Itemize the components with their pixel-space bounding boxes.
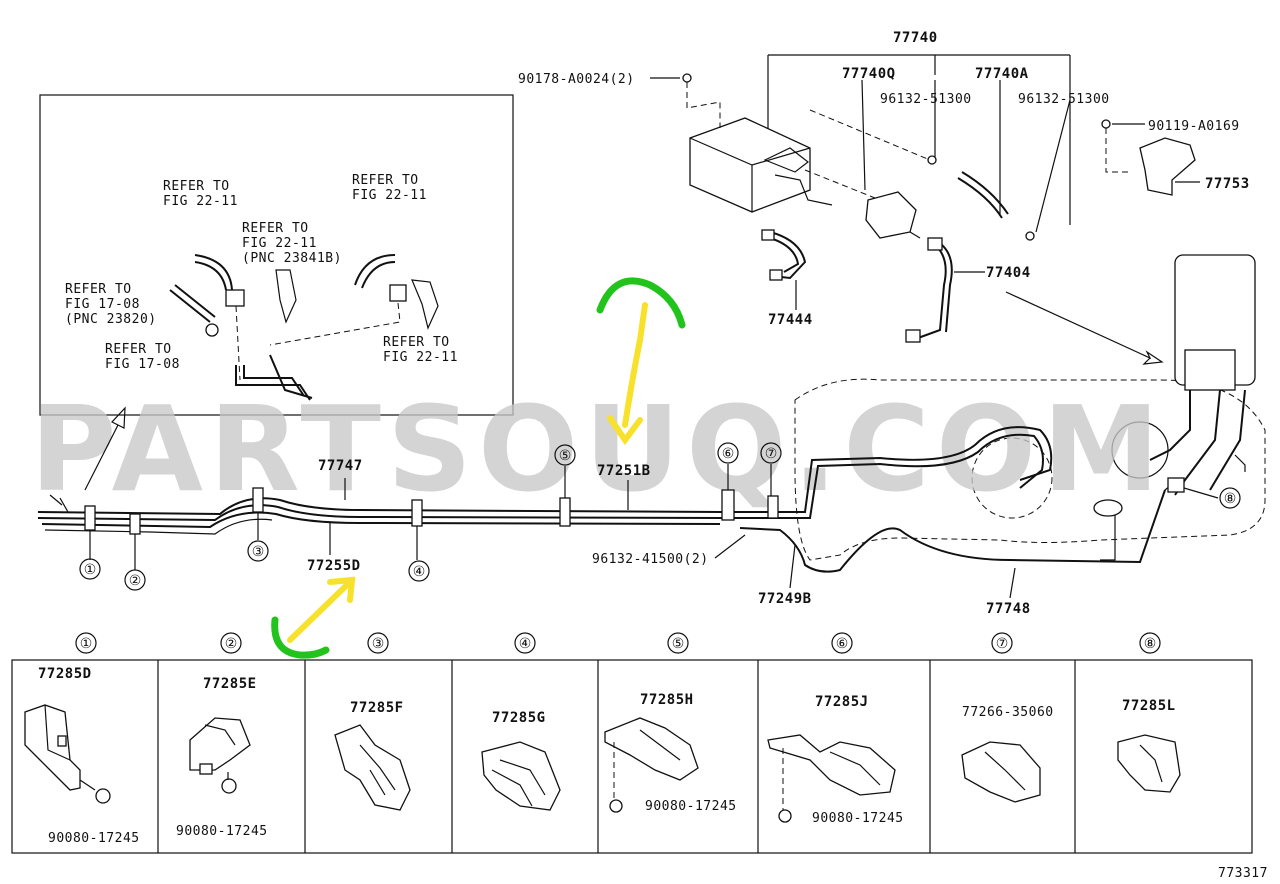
callout-2: ② xyxy=(124,569,146,591)
svg-text:⑦: ⑦ xyxy=(765,446,778,462)
inset-drawing xyxy=(169,254,439,401)
inset-label-r2b: FIG 22-11 xyxy=(242,236,317,251)
annotation-yellow-arrow-top xyxy=(607,302,648,446)
panel-7-clip xyxy=(961,741,1041,803)
panel-5-clip xyxy=(604,717,699,813)
panel-3-number: ③ xyxy=(372,636,385,652)
callout-1: ① xyxy=(79,558,101,580)
inset-label-r2c: (PNC 23841B) xyxy=(242,251,342,266)
panel-5-part: 77285H xyxy=(640,692,694,708)
svg-text:⑤: ⑤ xyxy=(559,448,572,464)
label-96132-a: 96132-51300 xyxy=(880,92,972,107)
watermark: PARTSOUQ.COM xyxy=(30,380,1166,518)
inset-label-r4b: FIG 17-08 xyxy=(65,297,140,312)
panel-3-clip xyxy=(334,724,411,811)
callout-7: ⑦ xyxy=(760,442,782,464)
inset-label-r1b: FIG 22-11 xyxy=(163,194,238,209)
label-90119: 90119-A0169 xyxy=(1148,119,1240,134)
callout-4: ④ xyxy=(408,560,430,582)
panel-7-number: ⑦ xyxy=(996,636,1009,652)
callout-5: ⑤ xyxy=(554,444,576,466)
svg-text:①: ① xyxy=(84,562,97,578)
inset-label-r4a: REFER TO xyxy=(65,282,132,297)
panel-6-number: ⑥ xyxy=(836,636,849,652)
panel-5-sub: 90080-17245 xyxy=(645,799,737,814)
clip-markers xyxy=(84,477,1185,535)
figure-number: 773317 xyxy=(1218,866,1268,881)
panel-1-part: 77285D xyxy=(38,666,92,682)
panel-2-clip xyxy=(189,717,251,794)
panel-1-number: ① xyxy=(80,636,93,652)
panel-8-part: 77285L xyxy=(1122,698,1176,714)
label-77748: 77748 xyxy=(986,601,1031,617)
inset-label-r2a: REFER TO xyxy=(242,221,309,236)
inset-label-r6b: FIG 22-11 xyxy=(383,350,458,365)
panel-6-clip xyxy=(767,734,896,823)
inset-label-r3b: FIG 22-11 xyxy=(352,188,427,203)
panel-8-number: ⑧ xyxy=(1144,636,1157,652)
label-96132-b: 96132-51300 xyxy=(1018,92,1110,107)
svg-text:③: ③ xyxy=(252,544,265,560)
clip-panel-table xyxy=(11,659,1253,854)
panel-2-part: 77285E xyxy=(203,676,257,692)
callout-8: ⑧ xyxy=(1219,487,1241,509)
inset-label-r5a: REFER TO xyxy=(105,342,172,357)
label-77747: 77747 xyxy=(318,458,363,474)
label-96132-c: 96132-41500(2) xyxy=(592,552,709,567)
panel-8-clip xyxy=(1117,734,1181,793)
svg-text:⑧: ⑧ xyxy=(1224,491,1237,507)
svg-text:④: ④ xyxy=(413,564,426,580)
canister-assembly xyxy=(682,54,1200,343)
panel-5-number: ⑤ xyxy=(672,636,685,652)
svg-text:②: ② xyxy=(129,573,142,589)
callout-3: ③ xyxy=(247,540,269,562)
inset-box xyxy=(39,94,514,416)
svg-text:⑥: ⑥ xyxy=(722,446,735,462)
inset-label-r4c: (PNC 23820) xyxy=(65,312,157,327)
panel-3-part: 77285F xyxy=(350,700,404,716)
inset-label-r3a: REFER TO xyxy=(352,173,419,188)
panel-2-number: ② xyxy=(225,636,238,652)
label-77740: 77740 xyxy=(893,30,938,46)
panel-4-number: ④ xyxy=(519,636,532,652)
panel-4-clip xyxy=(481,741,561,811)
panel-4-part: 77285G xyxy=(492,710,546,726)
callout-leaders xyxy=(89,464,1219,599)
tank-pointer-arrow xyxy=(1005,291,1164,365)
label-77444: 77444 xyxy=(768,312,813,328)
label-77740q: 77740Q xyxy=(842,66,896,82)
annotation-green-hook-bottom xyxy=(271,616,330,659)
fuel-tank xyxy=(794,254,1266,561)
label-77251b: 77251B xyxy=(597,463,651,479)
inset-pointer-arrow xyxy=(84,406,126,491)
panel-2-sub: 90080-17245 xyxy=(176,824,268,839)
label-77255d: 77255D xyxy=(307,558,361,574)
inset-label-r5b: FIG 17-08 xyxy=(105,357,180,372)
label-77249b: 77249B xyxy=(758,591,812,607)
panel-6-part: 77285J xyxy=(815,694,869,710)
label-77740a: 77740A xyxy=(975,66,1029,82)
label-77404: 77404 xyxy=(986,265,1031,281)
inset-label-r6a: REFER TO xyxy=(383,335,450,350)
callout-6: ⑥ xyxy=(717,442,739,464)
panel-6-sub: 90080-17245 xyxy=(812,811,904,826)
panel-1-sub: 90080-17245 xyxy=(48,831,140,846)
label-77753: 77753 xyxy=(1205,176,1250,192)
label-90178: 90178-A0024(2) xyxy=(518,72,635,87)
panel-1-clip xyxy=(24,704,111,804)
panel-numbers: ① ② ③ ④ ⑤ ⑥ ⑦ ⑧ xyxy=(75,632,1161,654)
annotation-yellow-arrow-bottom xyxy=(287,576,356,643)
inset-label-r1a: REFER TO xyxy=(163,179,230,194)
panel-7-part: 77266-35060 xyxy=(962,705,1054,720)
annotation-green-arc-top xyxy=(596,277,686,329)
